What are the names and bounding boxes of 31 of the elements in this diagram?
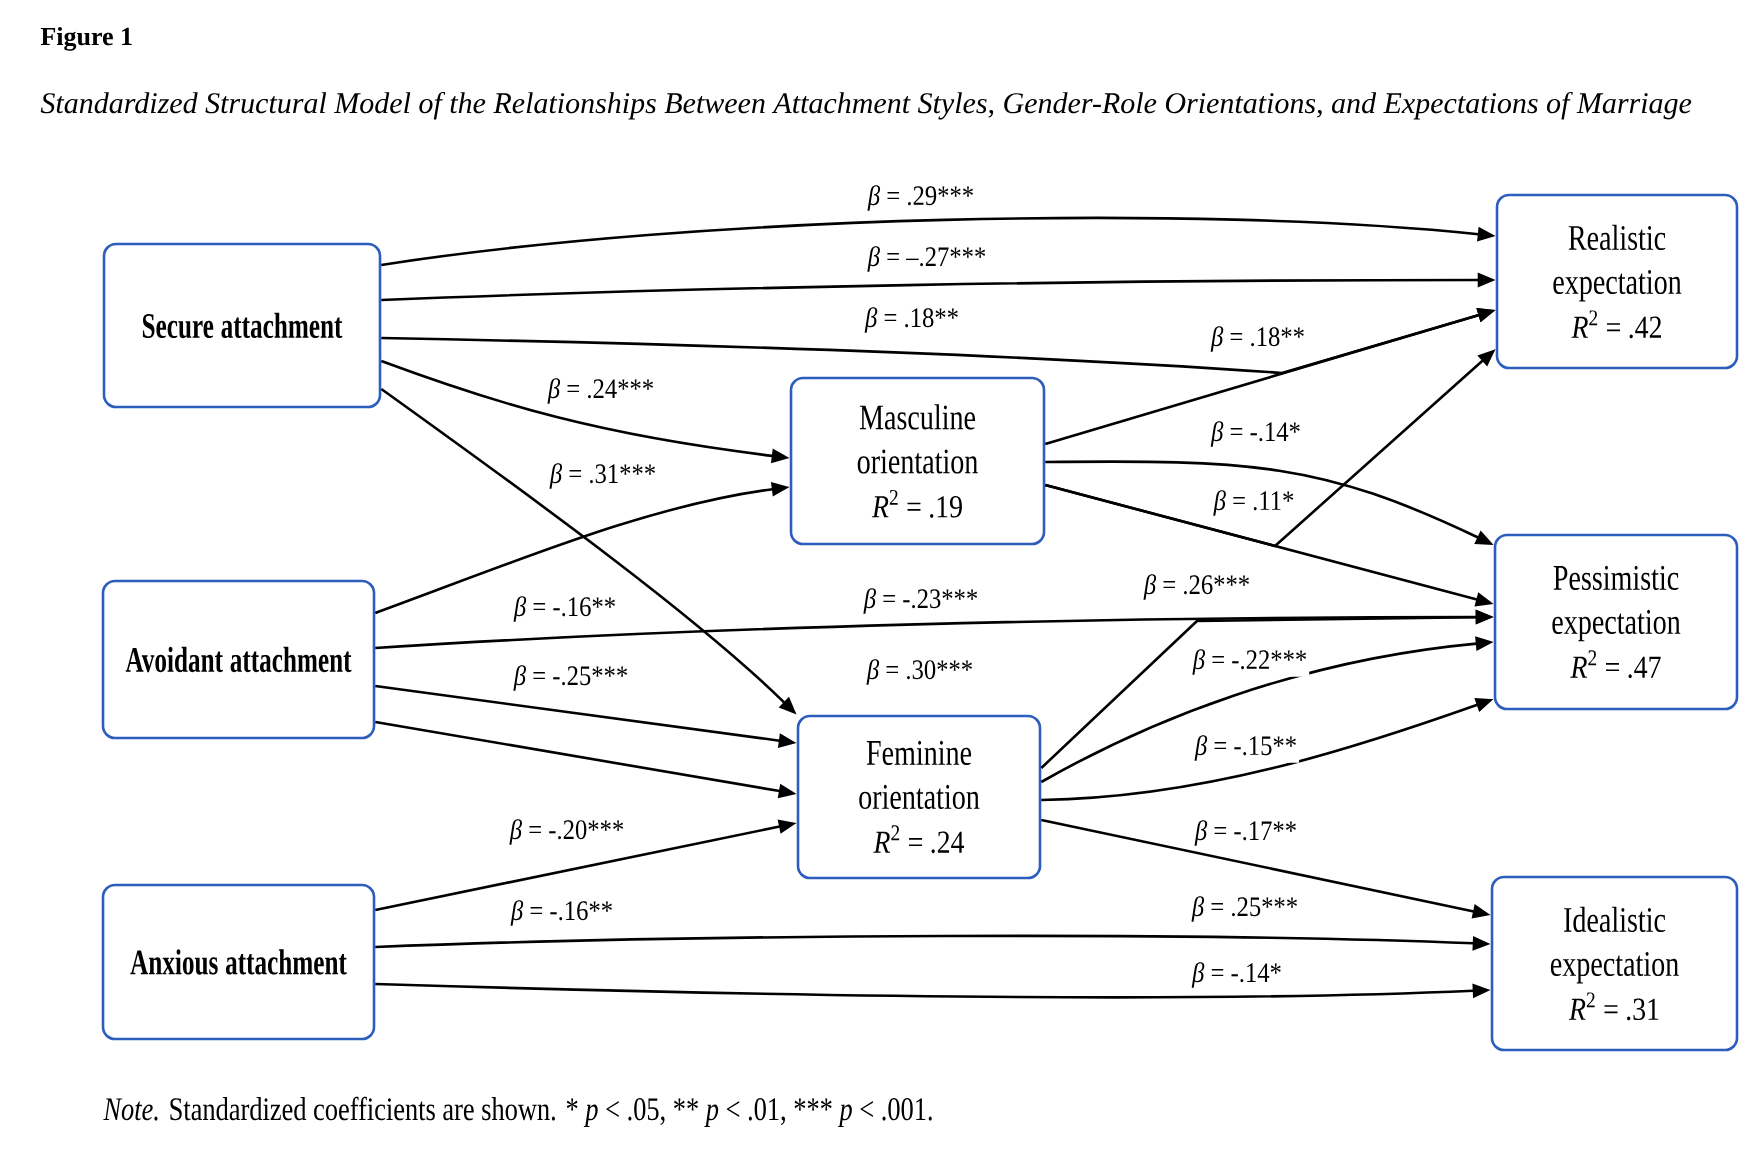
coefficient-label: β = .11* — [1211, 488, 1297, 518]
note-text: Note. Standardized coefficients are shown. *p < .05, ** p < .01, *** p < .001. — [103, 1096, 932, 1127]
coefficient-label: β = -.23*** — [861, 586, 981, 616]
figure-number: Figure 1 — [40, 26, 132, 51]
rounded-box: Feminine orientation R$^{2}$ = .24 — [796, 714, 1042, 880]
coefficient-label: β = -.16** — [508, 898, 616, 928]
rounded-box: Idealistic expectation R$^{2}$ = .31 — [1490, 875, 1739, 1052]
figure-title: Standardized Structural Model of the Relationships Between Attachment Styles, Gender-Role Orientations, and Expectations of Marriage — [40, 91, 1692, 120]
rounded-box: Avoidant attachment — [101, 579, 376, 740]
coefficient-label: β = .24*** — [545, 376, 657, 406]
coefficient-label: β = –.27*** — [865, 244, 989, 274]
coefficient-label: β = -.25*** — [511, 663, 631, 693]
coefficient-label: β = .29*** — [865, 183, 977, 213]
coefficient-label: β = -.14* — [1209, 419, 1303, 449]
coefficient-label: β = -.15** — [1192, 733, 1300, 763]
coefficient-label: β = -.16** — [511, 594, 619, 624]
coefficient-label: β = .30*** — [864, 657, 976, 687]
coefficient-label: β = .18** — [1209, 324, 1307, 354]
coefficient-label: β = .26*** — [1141, 572, 1253, 602]
coefficient-label: β = -.17** — [1192, 818, 1300, 848]
coefficient-label: β = .18** — [863, 305, 961, 335]
coefficient-label: β = .25*** — [1189, 894, 1301, 924]
rounded-box: Realistic expectation R$^{2}$ = .42 — [1495, 193, 1739, 370]
coefficient-label: β = -.22*** — [1190, 647, 1310, 677]
rounded-box: Anxious attachment — [101, 883, 376, 1041]
coefficient-label: β = -.14* — [1190, 960, 1284, 990]
rounded-box: Pessimistic expectation R$^{2}$ = .47 — [1493, 533, 1739, 711]
coefficient-label: β = .31*** — [547, 461, 659, 491]
rounded-box: Masculine orientation R$^{2}$ = .19 — [789, 376, 1046, 546]
rounded-box: Secure attachment — [102, 242, 382, 409]
coefficient-label: β = -.20*** — [507, 817, 627, 847]
